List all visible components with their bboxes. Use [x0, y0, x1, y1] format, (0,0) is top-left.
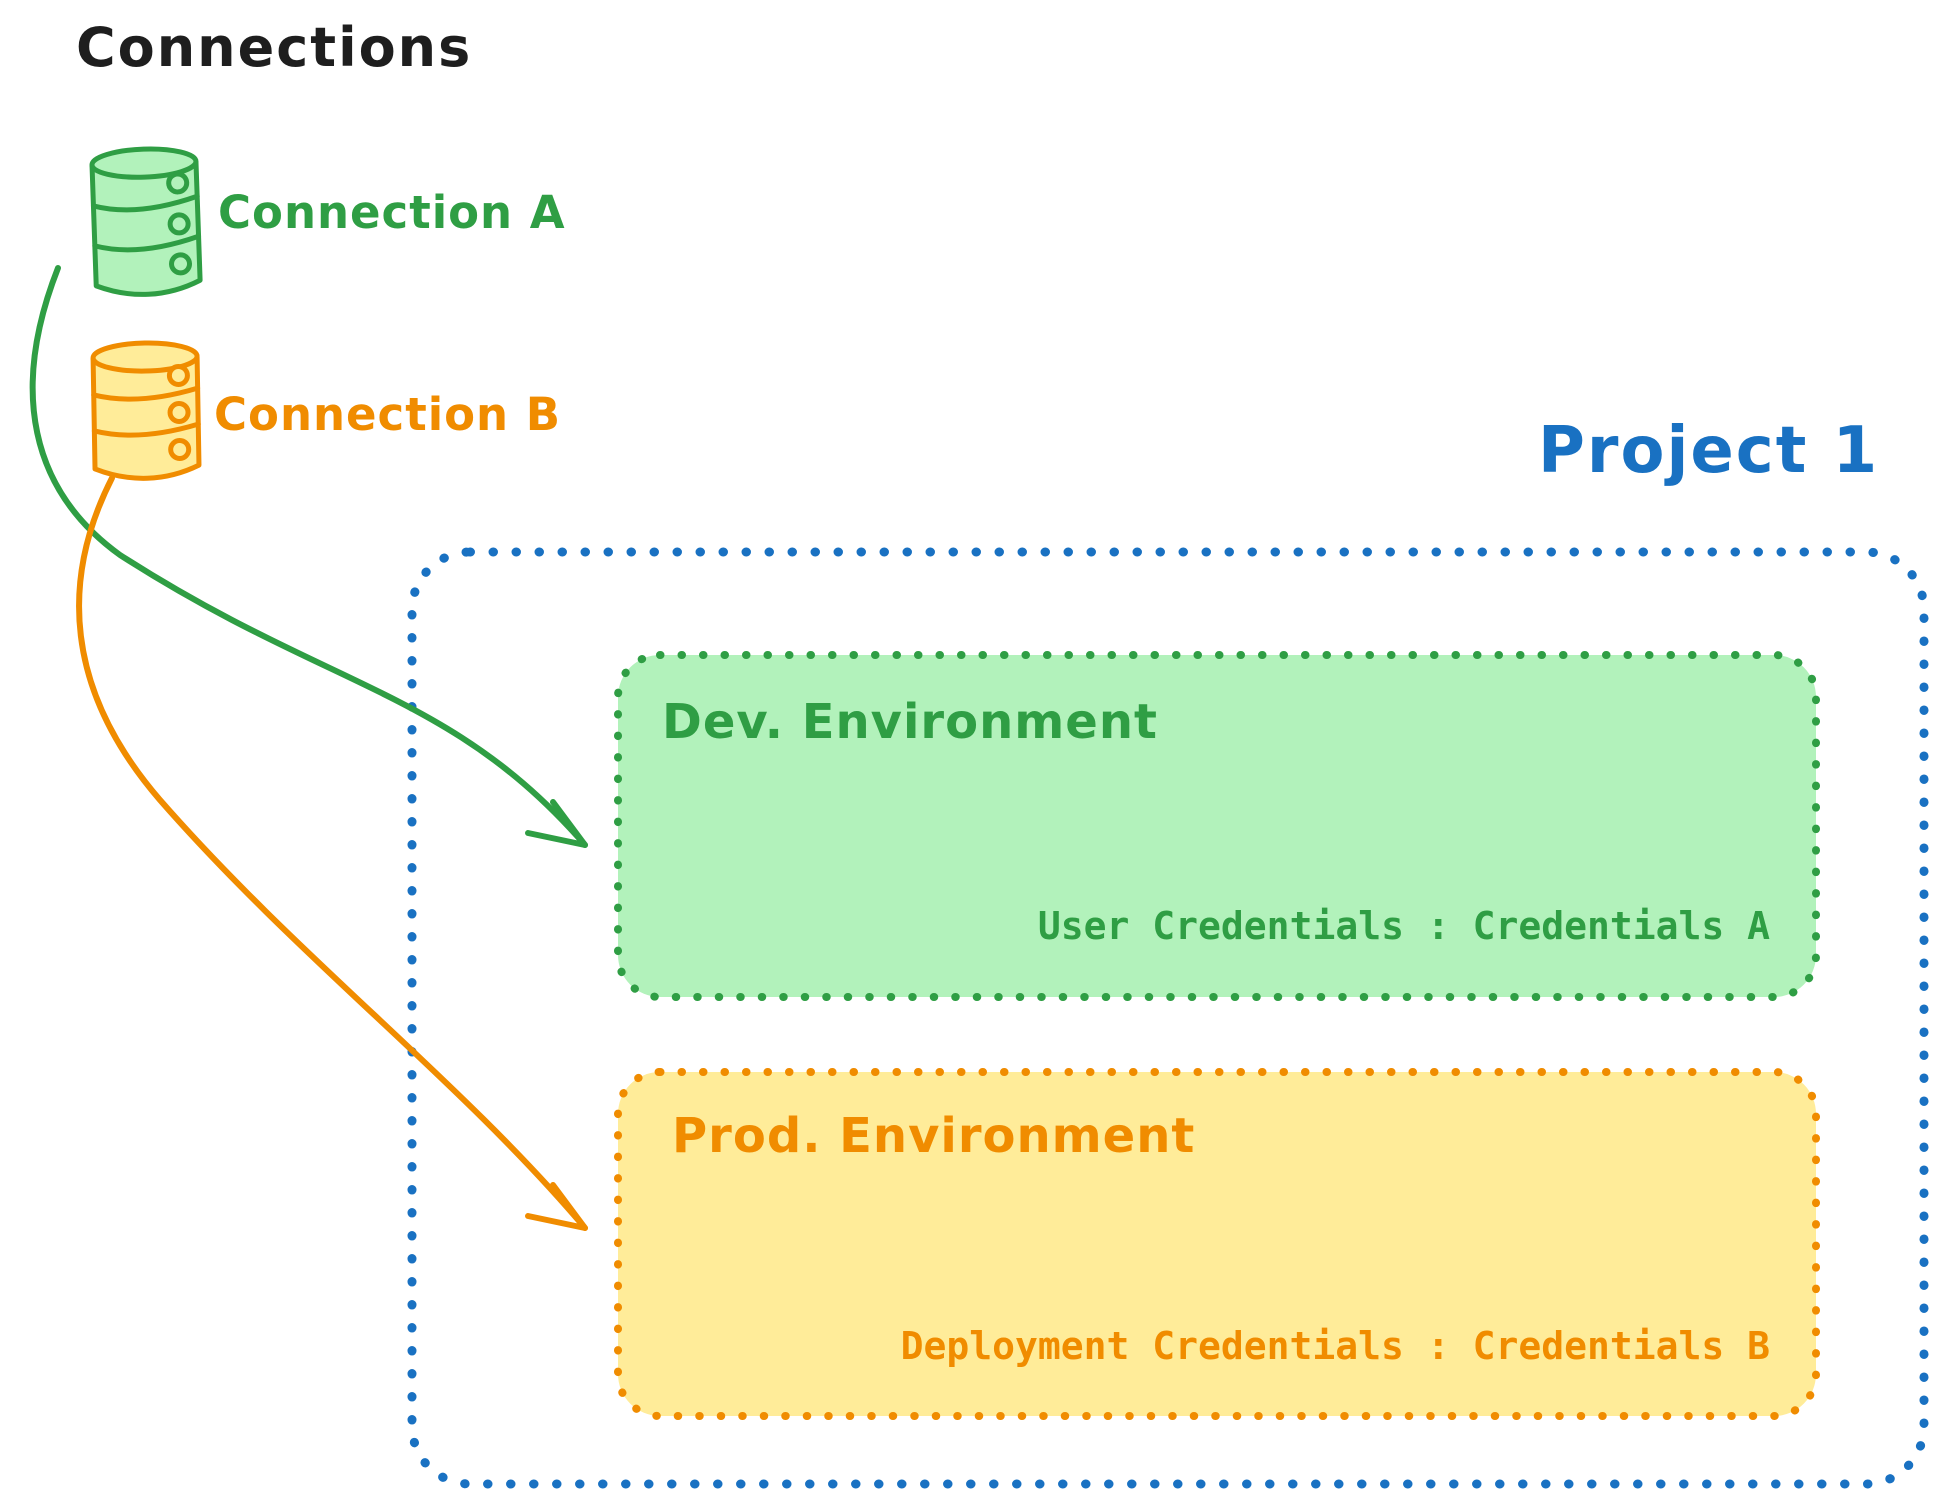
dev-environment-credentials: User Credentials : Credentials A: [1037, 904, 1770, 948]
prod-environment-title: Prod. Environment: [672, 1108, 1196, 1164]
dev-environment-title: Dev. Environment: [662, 694, 1158, 750]
prod-environment-box: [614, 1068, 1820, 1420]
arrow-connection-b-to-prod: [76, 475, 588, 1231]
arrow-connection-a-to-dev: [29, 265, 588, 848]
connection-a-label: Connection A: [218, 186, 566, 239]
project-title: Project 1: [1538, 414, 1880, 488]
connection-b-label: Connection B: [214, 388, 562, 441]
database-icon-connection-a: [89, 146, 203, 297]
diagram-title: Connections: [76, 16, 473, 79]
prod-environment-credentials: Deployment Credentials : Credentials B: [900, 1324, 1770, 1368]
dev-environment-box: [614, 651, 1820, 1001]
database-icon-connection-b: [90, 340, 202, 481]
